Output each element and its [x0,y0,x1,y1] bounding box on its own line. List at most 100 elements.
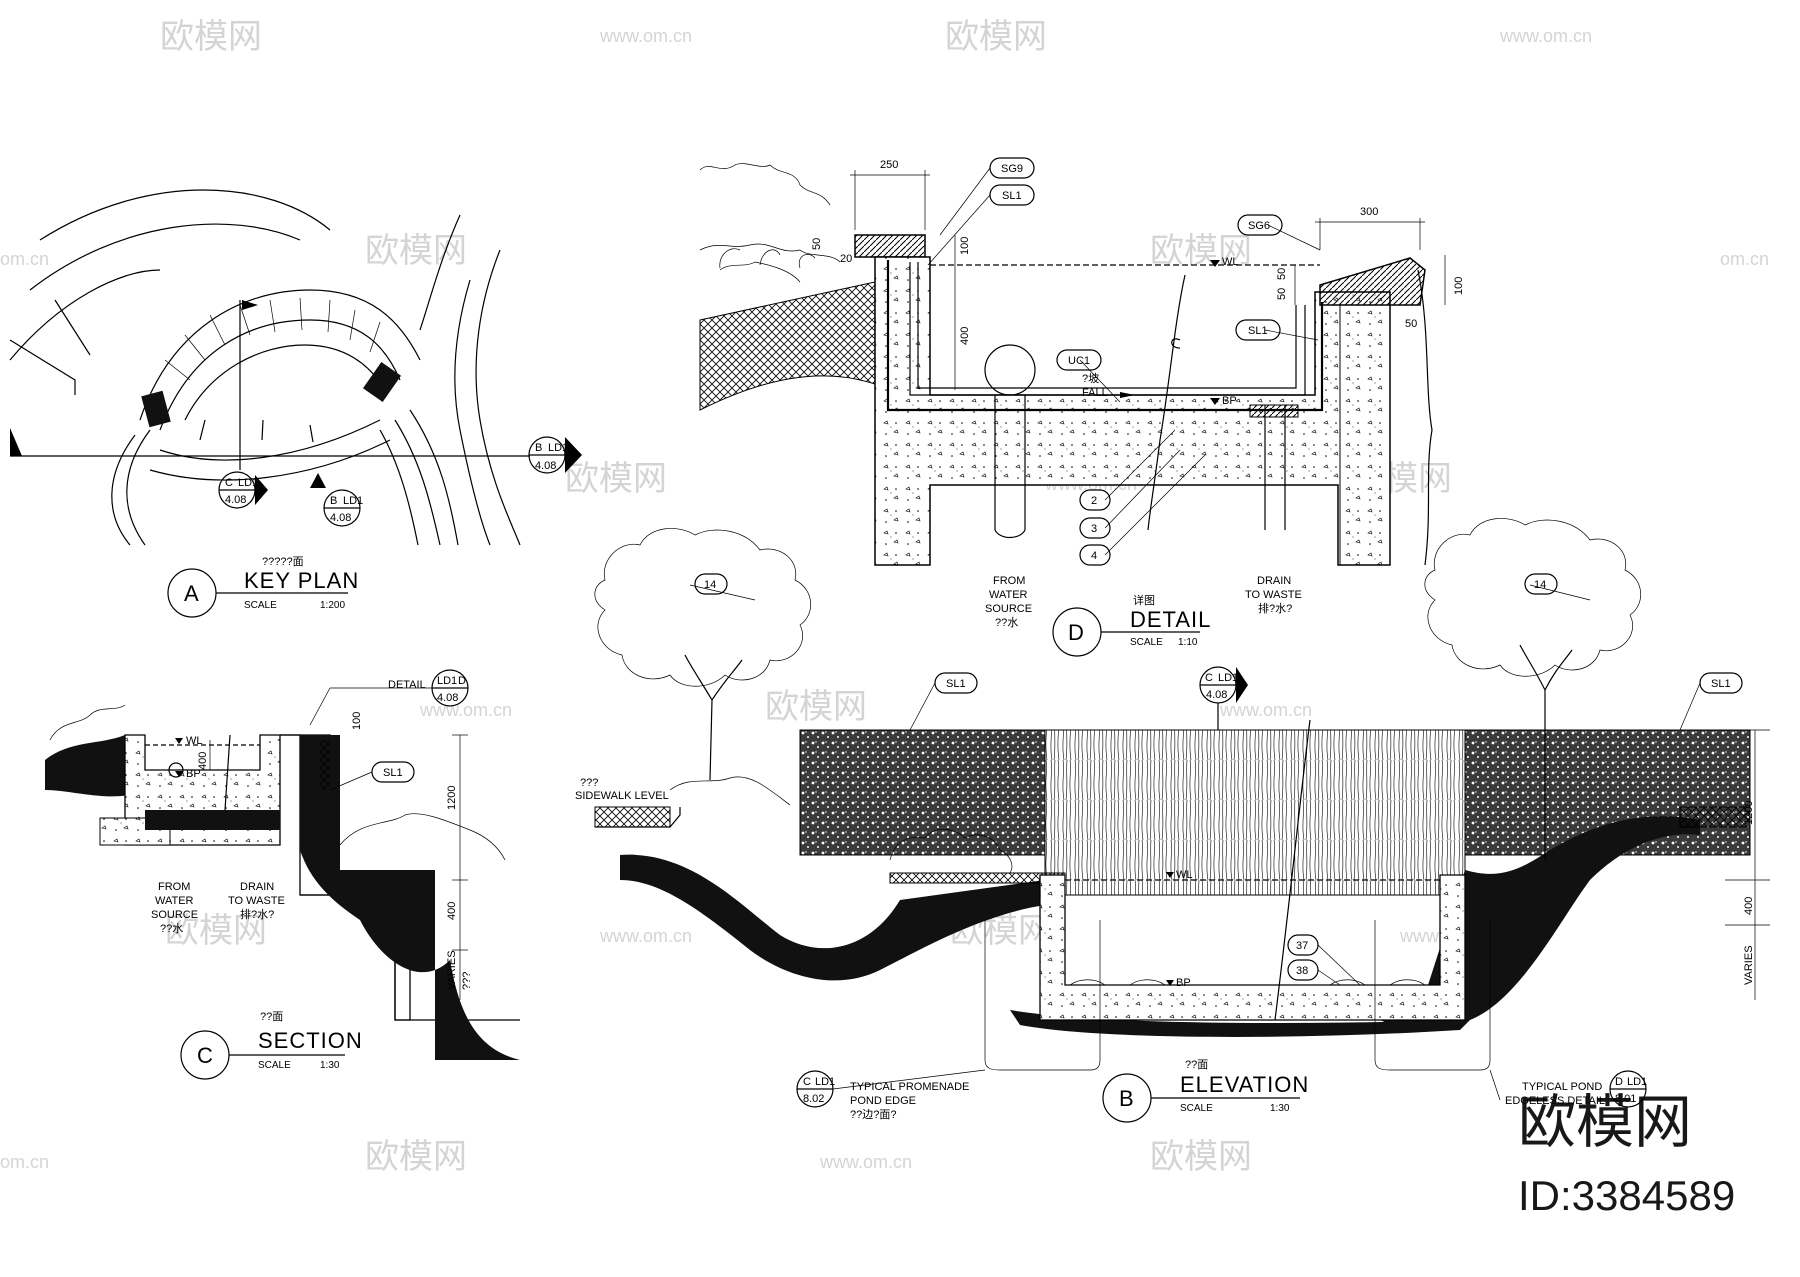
svg-text:UC1: UC1 [1068,355,1090,367]
callout: SL1 [329,761,415,791]
watermark-brand: 欧模网 [365,1138,467,1176]
svg-text:4.08: 4.08 [437,692,458,704]
svg-text:BP: BP [186,768,201,780]
svg-text:LD1: LD1 [238,477,258,489]
detail-ref: DETAIL LD1 D 4.08 [309,669,469,726]
watermark-url: om.cn [0,1152,49,1172]
callout: SL1 [909,672,978,731]
drawing-tag: D [1068,620,1085,645]
watermark-url: www.om.cn [1219,700,1312,720]
svg-text:14: 14 [1534,579,1546,591]
drawing-tag: B [1119,1086,1135,1111]
svg-text:WL: WL [1222,256,1239,268]
title-block-key-plan: A ?????面 KEY PLAN SCALE 1:200 [167,556,359,618]
svg-text:FROM: FROM [158,881,190,893]
watermark-url: www.om.cn [599,926,692,946]
svg-text:400: 400 [446,902,458,920]
svg-text:SCALE: SCALE [1180,1103,1213,1114]
watermark-brand: 欧模网 [165,912,267,950]
svg-text:400: 400 [1743,897,1755,915]
svg-text:4.08: 4.08 [535,460,556,472]
svg-text:400: 400 [197,752,209,770]
svg-text:SOURCE: SOURCE [985,603,1032,615]
svg-text:1:10: 1:10 [1178,637,1198,648]
numbered-callout: 14 [689,573,756,601]
svg-text:??水: ??水 [995,616,1018,629]
watermark-url: www.om.cn [1499,26,1592,46]
title-block-elevation: B ??面 ELEVATION SCALE 1:30 [1102,1059,1309,1123]
title-block-section: C ??面 SECTION SCALE 1:30 [180,1011,363,1080]
svg-text:SIDEWALK LEVEL: SIDEWALK LEVEL [575,790,669,802]
svg-text:8.02: 8.02 [803,1093,824,1105]
svg-text:TO WASTE: TO WASTE [228,895,285,907]
tree [594,528,812,781]
section-marker: B LD1 4.08 [310,473,363,527]
svg-text:SG9: SG9 [1001,163,1023,175]
svg-text:SCALE: SCALE [1130,637,1163,648]
detail-ref-right: TYPICAL POND EDGELESS DETAIL D LD1 8.01 [1489,1069,1647,1108]
numbered-callout: 14 [1524,573,1591,601]
svg-text:SL1: SL1 [383,767,403,779]
drawing-title: SECTION [258,1028,363,1053]
svg-text:SCALE: SCALE [244,600,277,611]
watermark-brand: 欧模网 [365,232,467,270]
svg-text:8.01: 8.01 [1615,1093,1636,1105]
numbered-callout: 37 [1287,934,1361,986]
svg-text:100: 100 [959,237,971,255]
svg-text:?坡: ?坡 [1082,372,1099,385]
svg-text:B: B [330,495,337,507]
svg-text:50: 50 [1276,288,1288,300]
svg-text:SOURCE: SOURCE [151,909,198,921]
svg-text:SCALE: SCALE [258,1060,291,1071]
callout: SL1 [1235,319,1319,341]
svg-text:100: 100 [351,712,363,730]
svg-text:50: 50 [811,238,823,250]
detail-d: WL BP ?坡 FALL 250 300 50 20 100 400 [699,157,1465,657]
svg-text:100: 100 [1453,277,1465,295]
numbered-callout: 3 [1079,449,1181,539]
svg-text:SG6: SG6 [1248,220,1270,232]
svg-text:DETAIL: DETAIL [388,679,426,691]
svg-text:50: 50 [1276,268,1288,280]
drawing-title: KEY PLAN [244,568,359,593]
svg-text:??面: ??面 [260,1011,283,1023]
drawing-tag: A [184,581,200,606]
svg-text:LD1: LD1 [815,1076,835,1088]
svg-text:LD1: LD1 [1627,1076,1647,1088]
tree [1424,518,1642,860]
svg-text:BP: BP [1222,395,1237,407]
svg-text:SL1: SL1 [1711,678,1731,690]
svg-text:2: 2 [1091,495,1097,507]
drawing-title: DETAIL [1130,607,1211,632]
svg-text:VARIES: VARIES [446,950,458,990]
svg-text:LD1: LD1 [437,675,457,687]
watermark-url: www.om.cn [599,26,692,46]
watermark-url: om.cn [0,249,49,269]
section-marker: B LD1 4.08 [528,436,582,474]
svg-text:37: 37 [1296,940,1308,952]
watermark-logo: 欧模网 [1518,1090,1692,1155]
watermark-layer: 欧模网 欧模网 欧模网 欧模网 欧模网 欧模网 欧模网 欧模网 欧模网 欧模网 … [0,18,1769,1219]
watermark-brand: 欧模网 [1150,1138,1252,1176]
svg-text:LD1: LD1 [1218,672,1238,684]
svg-text:FROM: FROM [993,575,1025,587]
svg-text:DRAIN: DRAIN [1257,575,1291,587]
callout: UC1 [1056,349,1121,403]
svg-text:TYPICAL PROMENADE: TYPICAL PROMENADE [850,1081,969,1093]
drawing-title: ELEVATION [1180,1072,1309,1097]
svg-text:38: 38 [1296,965,1308,977]
svg-text:?????面: ?????面 [262,556,304,568]
svg-text:C: C [803,1076,811,1088]
svg-text:BP: BP [1176,977,1191,989]
svg-text:4: 4 [1091,550,1097,562]
svg-text:4.08: 4.08 [1206,689,1227,701]
svg-text:详图: 详图 [1133,593,1155,607]
svg-text:EDGELESS DETAIL: EDGELESS DETAIL [1505,1095,1605,1107]
svg-text:1200: 1200 [446,786,458,810]
section-c: WL BP 400 100 1200 400 VARIES ??? DETAIL… [45,669,520,1080]
svg-text:LD1: LD1 [343,495,363,507]
numbered-callout: 38 [1287,959,1341,986]
svg-text:50: 50 [1405,318,1417,330]
svg-text:D: D [1615,1076,1623,1088]
